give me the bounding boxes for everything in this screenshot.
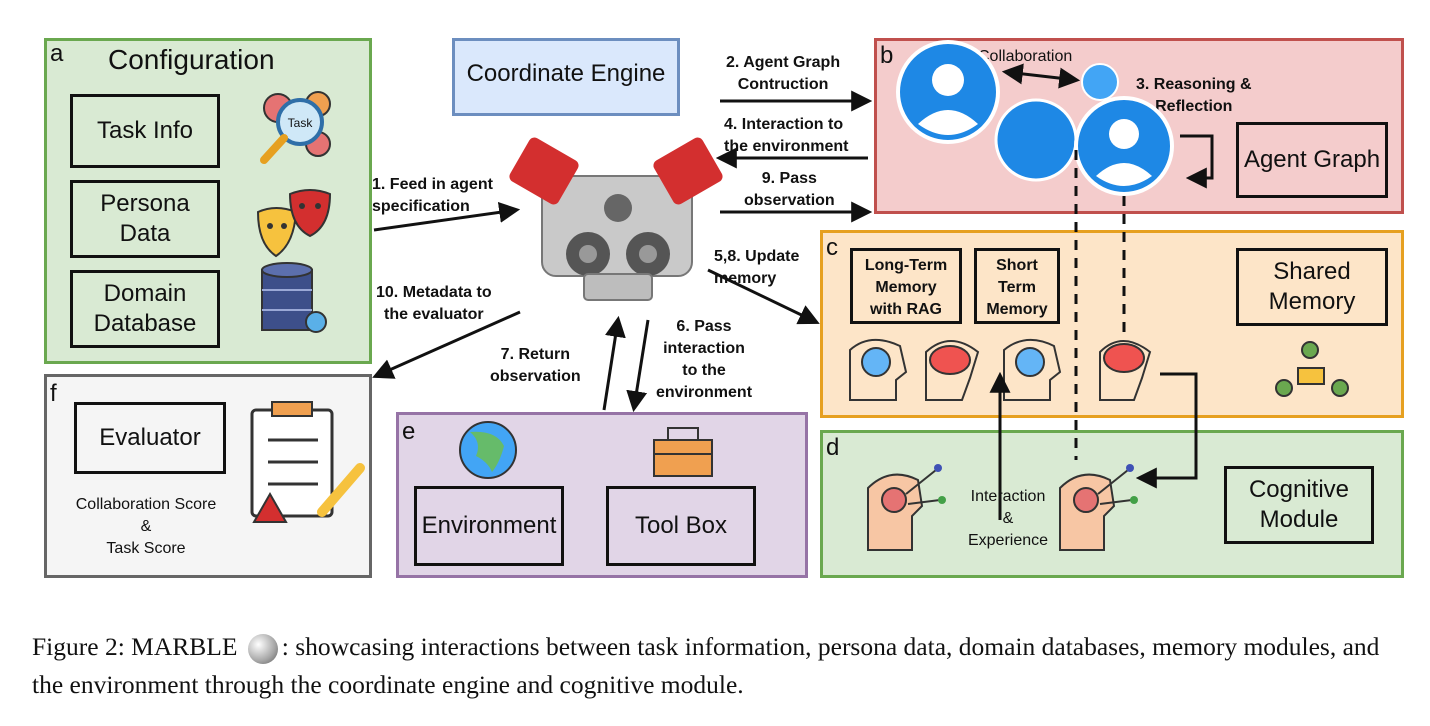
caption-prefix: Figure 2: MARBLE — [32, 632, 238, 661]
toolbox-icon — [653, 427, 713, 477]
toolbox-box: Tool Box — [606, 486, 756, 566]
theater-masks-icon — [256, 189, 332, 258]
panel-letter-e: e — [402, 418, 416, 445]
agent-graph-box: Agent Graph — [1236, 122, 1388, 198]
arrow-58 — [707, 268, 820, 325]
task-icon-text: Task — [288, 116, 314, 130]
cognitive-head-icon-1 — [867, 464, 946, 551]
long-term-memory-box: Long-Term Memory with RAG — [850, 248, 962, 324]
reasoning-label: 3. Reasoning & Reflection — [1136, 76, 1252, 115]
arrow-10 — [372, 310, 521, 379]
panel-letter-f: f — [50, 380, 57, 407]
engine-icon — [509, 137, 723, 301]
cognitive-head-icon-2 — [1059, 464, 1138, 551]
coordinate-engine-box — [452, 38, 680, 116]
agent-icon-large — [896, 40, 1000, 144]
reflection-arrow — [1180, 134, 1214, 189]
shared-memory-box: Shared Memory — [1236, 248, 1388, 326]
arrow-label-7: 7. Return observation — [490, 346, 581, 385]
arrow-label-2: 2. Agent Graph Contruction — [726, 54, 841, 93]
memory-head-icon-3 — [1003, 339, 1062, 401]
marble-icon — [247, 634, 278, 665]
panel-letter-c: c — [826, 234, 838, 261]
cognitive-module-box: Cognitive Module — [1224, 466, 1374, 544]
short-term-memory-box: Short Term Memory — [974, 248, 1060, 324]
panel-letter-a: a — [50, 40, 64, 67]
arrow-label-1: 1. Feed in agent specification — [372, 176, 493, 215]
arrow-label-9: 9. Pass observation — [744, 170, 835, 209]
agent-icon-right — [1074, 96, 1174, 196]
globe-icon — [459, 421, 517, 479]
clipboard-icon — [250, 401, 365, 523]
memory-head-icon-1 — [849, 339, 908, 401]
environment-box: Environment — [414, 486, 564, 566]
figure-caption: Figure 2: MARBLE : showcasing interactio… — [32, 628, 1412, 704]
configuration-title: Configuration — [108, 44, 275, 75]
persona-data-box: Persona Data — [70, 180, 220, 258]
agent-node-medium — [994, 98, 1078, 182]
domain-database-box: Domain Database — [70, 270, 220, 348]
arrow-7 — [602, 315, 626, 411]
database-icon — [261, 262, 327, 333]
collaboration-label: Collaboration — [978, 48, 1073, 65]
scores-label: Collaboration Score & Task Score — [75, 496, 217, 557]
memory-to-cognitive-arrow — [1135, 372, 1198, 489]
task-magnifier-icon — [260, 91, 331, 164]
evaluator-box: Evaluator — [74, 402, 226, 474]
memory-head-icon-2 — [925, 340, 980, 401]
arrow-1 — [373, 201, 521, 232]
shared-people-icon — [1275, 341, 1349, 397]
panel-letter-b: b — [880, 42, 894, 69]
agent-node-small — [1081, 63, 1119, 101]
arrow-6 — [626, 319, 650, 413]
arrow-label-58: 5,8. Update memory — [714, 248, 800, 287]
memory-head-icon-4 — [1099, 340, 1152, 401]
coordinate-engine-label: Coordinate Engine — [466, 60, 666, 87]
caption-text: : showcasing interactions between task i… — [32, 632, 1380, 699]
interaction-experience-label: Interaction & Experience — [967, 488, 1049, 549]
arrow-label-6: 6. Pass interaction to the environment — [656, 318, 753, 401]
panel-letter-d: d — [826, 434, 840, 461]
collaboration-arrow — [1001, 63, 1081, 89]
task-info-box: Task Info — [70, 94, 220, 168]
arrow-label-10: 10. Metadata to the evaluator — [376, 284, 492, 323]
